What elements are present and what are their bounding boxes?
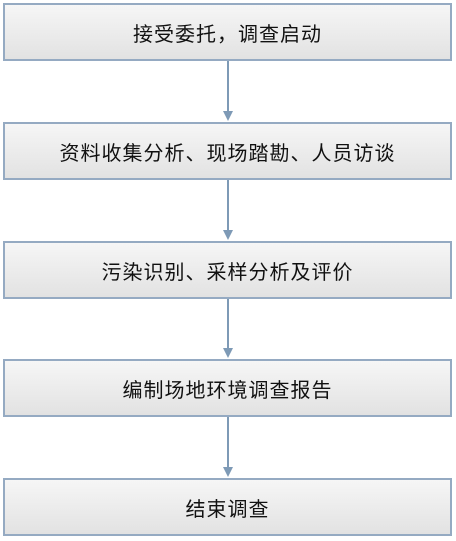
- step-label-3: 污染识别、采样分析及评价: [101, 259, 354, 284]
- step-label-1: 接受委托，调查启动: [133, 21, 322, 46]
- step-box-5: 结束调查: [3, 478, 452, 536]
- down-arrow-1: [223, 61, 233, 121]
- down-arrow-3: [223, 299, 233, 358]
- step-box-4: 编制场地环境调查报告: [3, 359, 452, 417]
- step-box-2: 资料收集分析、现场踏勘、人员访谈: [3, 122, 452, 180]
- step-label-5: 结束调查: [185, 496, 270, 521]
- down-arrow-4: [223, 417, 233, 477]
- step-label-4: 编制场地环境调查报告: [122, 377, 333, 402]
- step-box-1: 接受委托，调查启动: [3, 3, 452, 61]
- step-box-3: 污染识别、采样分析及评价: [3, 241, 452, 299]
- down-arrow-2: [223, 180, 233, 240]
- step-label-2: 资料收集分析、现场踏勘、人员访谈: [59, 140, 396, 165]
